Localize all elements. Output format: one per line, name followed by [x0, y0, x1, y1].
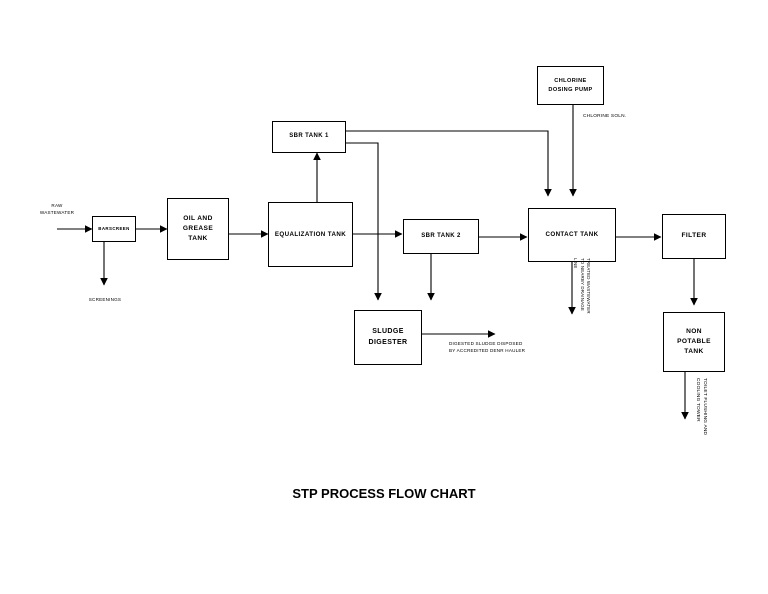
node-barscreen-label: BARSCREEN [98, 225, 130, 231]
node-barscreen[interactable]: BARSCREEN [92, 216, 136, 242]
node-oil-grease-tank-label: OIL AND GREASE TANK [182, 214, 214, 243]
node-sbr-tank-2[interactable]: SBR TANK 2 [403, 219, 479, 254]
label-digested-sludge-disposal: DIGESTED SLUDGE DISPOSED BY ACCREDITED D… [449, 341, 526, 353]
node-equalization-tank[interactable]: EQUALIZATION TANK [268, 202, 353, 267]
label-treated-wastewater-drainage: TREATED WASTEWATER TO NEARBY DRAINAGE LI… [573, 258, 591, 314]
label-raw-wastewater: RAW WASTEWATER [39, 203, 75, 215]
node-sludge-digester-label: SLUDGE DIGESTER [368, 327, 408, 346]
node-sbr-tank-1[interactable]: SBR TANK 1 [272, 121, 346, 153]
label-toilet-flushing-cooling-tower: TOILET FLUSHING AND COOLING TOWER [695, 378, 707, 436]
node-filter[interactable]: FILTER [662, 214, 726, 259]
page-title: STP PROCESS FLOW CHART [292, 486, 476, 501]
node-contact-tank[interactable]: CONTACT TANK [528, 208, 616, 262]
node-equalization-tank-label: EQUALIZATION TANK [274, 230, 347, 238]
node-non-potable-tank[interactable]: NON POTABLE TANK [663, 312, 725, 372]
label-screenings: SCREENINGS [88, 297, 122, 302]
node-chlorine-dosing-pump[interactable]: CHLORINE DOSING PUMP [537, 66, 604, 105]
node-filter-label: FILTER [681, 232, 707, 240]
node-sbr-tank-2-label: SBR TANK 2 [421, 232, 461, 239]
node-contact-tank-label: CONTACT TANK [545, 231, 599, 239]
node-oil-grease-tank[interactable]: OIL AND GREASE TANK [167, 198, 229, 260]
node-non-potable-tank-label: NON POTABLE TANK [677, 327, 711, 356]
node-chlorine-dosing-pump-label: CHLORINE DOSING PUMP [548, 77, 593, 93]
node-sbr-tank-1-label: SBR TANK 1 [289, 133, 329, 140]
node-sludge-digester[interactable]: SLUDGE DIGESTER [354, 310, 422, 365]
label-chlorine-soln: CHLORINE SOLN. [583, 114, 627, 119]
